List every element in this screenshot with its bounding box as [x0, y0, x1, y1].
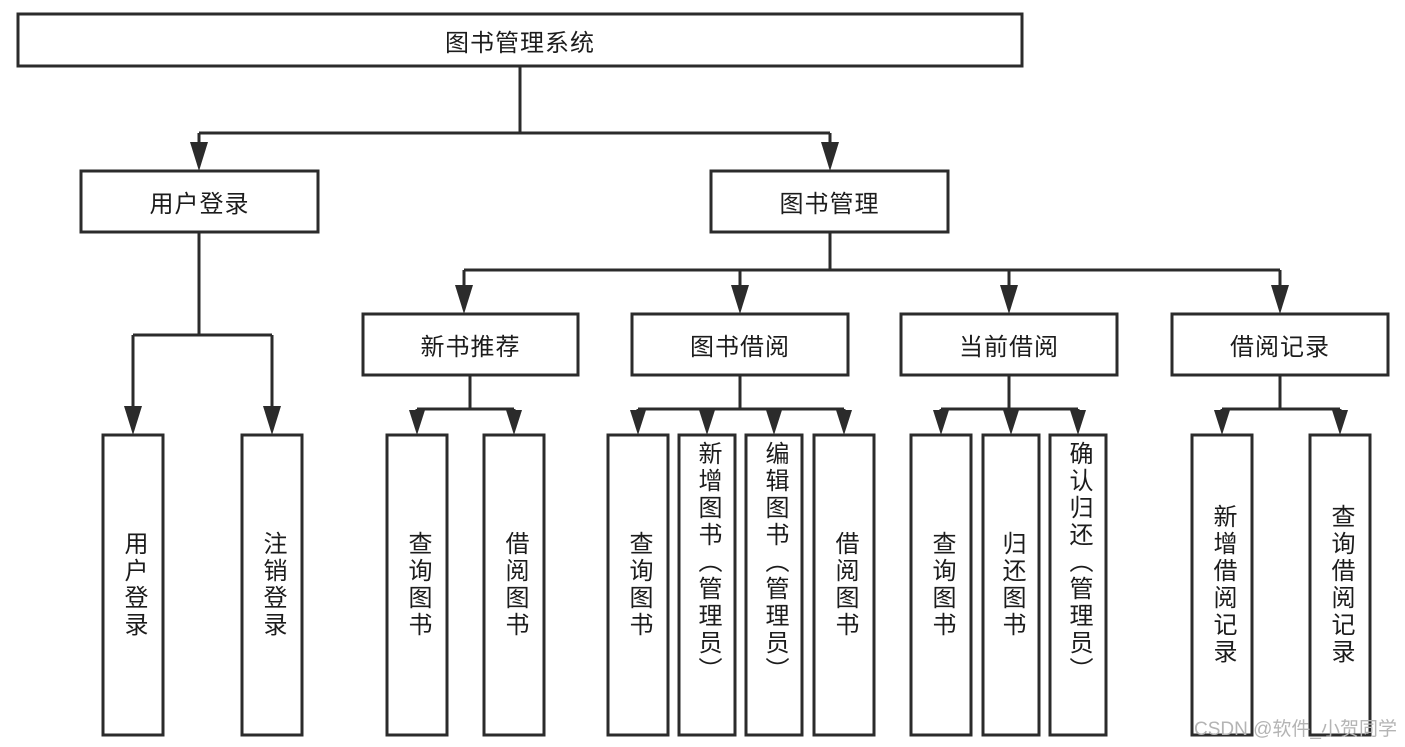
edges-layer: [124, 66, 1348, 435]
node-root[interactable]: [16, 12, 1024, 68]
arrow-to-book-manage: [821, 142, 839, 171]
node-leaf-edit-book[interactable]: [744, 433, 804, 737]
node-leaf-query-record[interactable]: [1308, 433, 1372, 737]
arrow-to-leaf-edit-book: [766, 410, 782, 435]
node-leaf-return-book[interactable]: [981, 433, 1041, 737]
arrow-to-leaf-query-book-1: [409, 410, 425, 435]
arrow-to-leaf-add-record: [1214, 410, 1230, 435]
arrow-to-leaf-return-book: [1003, 410, 1019, 435]
node-book-borrow[interactable]: [630, 312, 850, 377]
node-leaf-borrow-book-1[interactable]: [482, 433, 546, 737]
node-user-login[interactable]: [79, 169, 320, 234]
arrow-to-book-borrow: [731, 285, 749, 314]
arrow-to-leaf-confirm-return: [1070, 410, 1086, 435]
node-leaf-user-login[interactable]: [101, 433, 165, 737]
node-leaf-borrow-book-2[interactable]: [812, 433, 876, 737]
arrow-to-leaf-query-book-2: [630, 410, 646, 435]
arrow-to-leaf-borrow-book-1: [506, 410, 522, 435]
node-leaf-query-book-3[interactable]: [909, 433, 973, 737]
node-leaf-query-book-1[interactable]: [385, 433, 449, 737]
arrow-to-borrow-record: [1271, 285, 1289, 314]
arrow-to-new-book-recommend: [455, 285, 473, 314]
arrow-to-leaf-query-book-3: [933, 410, 949, 435]
node-leaf-query-book-2[interactable]: [606, 433, 670, 737]
node-leaf-logout[interactable]: [240, 433, 304, 737]
arrow-to-leaf-user-login: [124, 406, 142, 435]
nodes-layer: [16, 12, 1390, 737]
arrow-to-leaf-add-book: [699, 410, 715, 435]
arrow-to-leaf-logout: [263, 406, 281, 435]
arrow-to-leaf-borrow-book-2: [836, 410, 852, 435]
node-new-book-recommend[interactable]: [361, 312, 580, 377]
arrow-to-current-borrow: [1000, 285, 1018, 314]
arrow-to-user-login: [190, 142, 208, 171]
arrow-to-leaf-query-record: [1332, 410, 1348, 435]
csdn-watermark: CSDN @软件_小贺同学: [1194, 719, 1397, 740]
node-leaf-add-record[interactable]: [1190, 433, 1254, 737]
node-leaf-confirm-return[interactable]: [1048, 433, 1108, 737]
node-book-manage[interactable]: [709, 169, 950, 234]
node-borrow-record[interactable]: [1170, 312, 1390, 377]
node-current-borrow[interactable]: [899, 312, 1119, 377]
node-leaf-add-book[interactable]: [677, 433, 737, 737]
